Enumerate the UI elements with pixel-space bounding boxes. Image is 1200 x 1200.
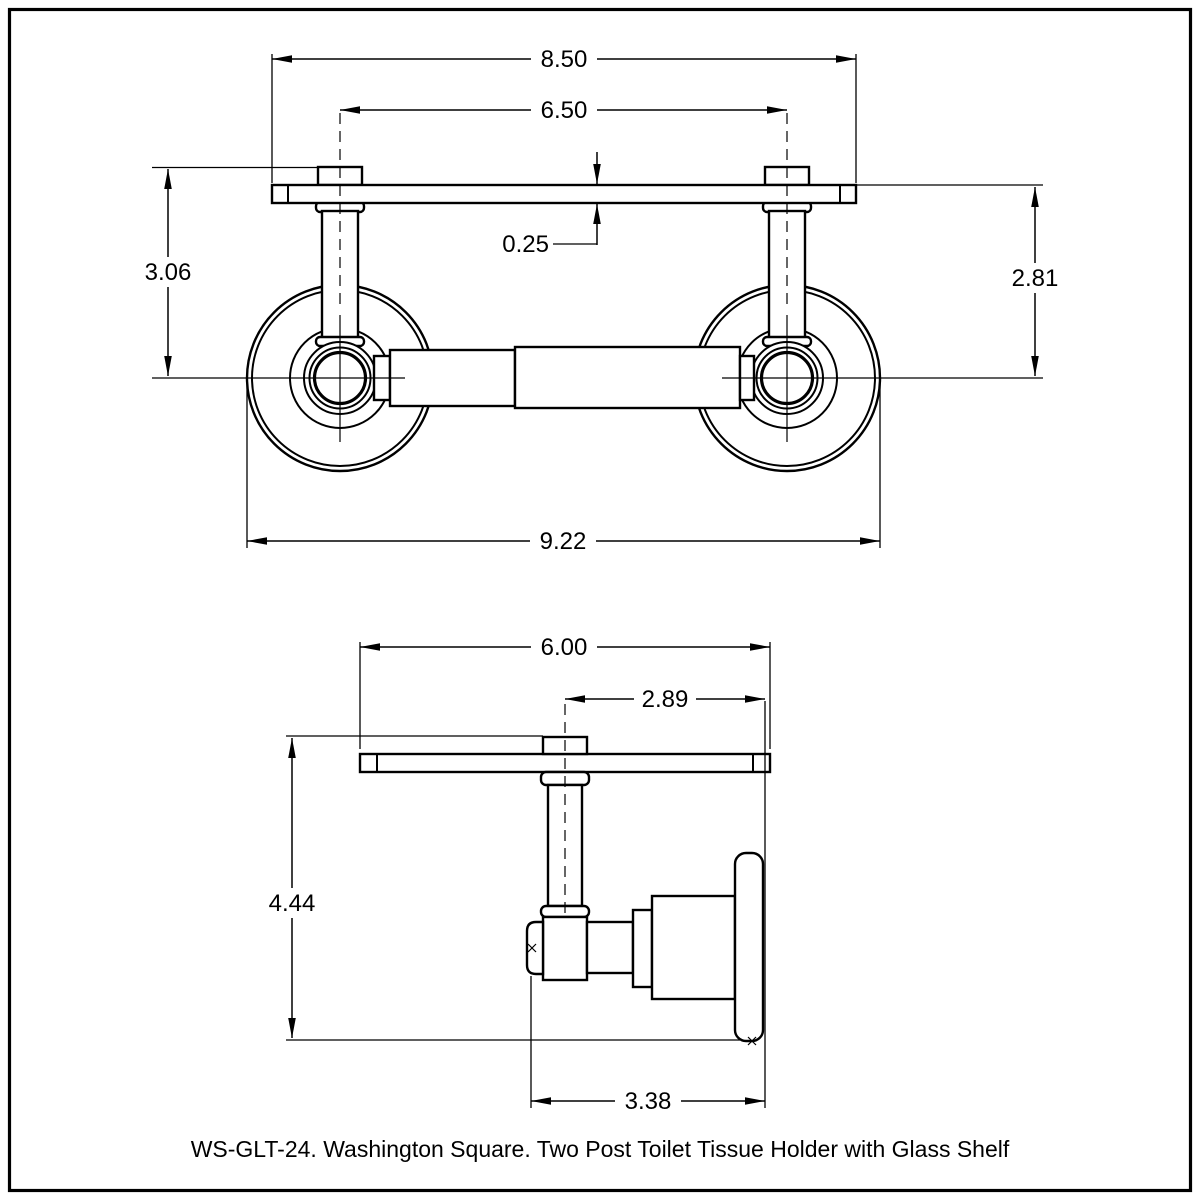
dim-label: 3.38 xyxy=(625,1088,672,1115)
dim-shelf-to-center: 2.81 xyxy=(856,184,1064,376)
dim-label: 6.00 xyxy=(541,634,588,661)
dim-roller-end-to-wall: 3.38 xyxy=(530,976,765,1116)
side-flange-collar xyxy=(631,908,654,989)
dim-label-bg xyxy=(1006,263,1064,293)
dim-overall-height: 4.44 xyxy=(263,735,740,1041)
side-bracket-assembly xyxy=(525,851,765,1046)
side-wall-flange xyxy=(733,851,765,1043)
dim-label-bg xyxy=(263,888,321,918)
center-mark-flange-bottom xyxy=(747,1036,757,1046)
dim-label-bg xyxy=(634,684,696,714)
dim-label: 4.44 xyxy=(269,890,316,917)
dim-label-bg xyxy=(531,44,597,74)
dim-label-bg xyxy=(531,632,597,662)
drawing-caption: WS-GLT-24. Washington Square. Two Post T… xyxy=(191,1136,1010,1162)
tissue-roller xyxy=(372,345,756,410)
drawing-border xyxy=(7,7,1193,1193)
side-arm xyxy=(585,920,635,975)
dim-label-bg xyxy=(531,95,597,125)
dim-label: 0.25 xyxy=(502,231,549,258)
dim-label-bg xyxy=(139,257,197,287)
dim-overall-width: 9.22 xyxy=(246,382,881,556)
glass-shelf xyxy=(270,183,858,205)
dim-label: 2.81 xyxy=(1012,265,1059,292)
glass-shelf-plate xyxy=(270,183,858,205)
dim-post-to-wall: 2.89 xyxy=(565,684,766,1108)
roller-main-barrel xyxy=(513,345,742,410)
side-post xyxy=(539,770,591,919)
dim-label: 6.50 xyxy=(541,97,588,124)
front-centerlines xyxy=(152,113,1043,442)
dim-label-bg xyxy=(530,526,596,556)
dim-label: 2.89 xyxy=(642,686,689,713)
dim-shelf-thickness: 0.25 xyxy=(502,152,601,258)
dim-label-bg xyxy=(615,1086,681,1116)
dim-post-spacing: 6.50 xyxy=(340,95,787,125)
dim-label: 3.06 xyxy=(145,259,192,286)
roller-left-sleeve xyxy=(388,348,517,408)
side-elbow-block xyxy=(541,915,589,982)
center-mark-roller-end xyxy=(527,943,537,953)
side-view: 6.00 2.89 4.44 3.38 xyxy=(263,632,772,1116)
front-view: 8.50 6.50 0.25 3.06 2.81 xyxy=(139,44,1064,556)
dim-label: 8.50 xyxy=(541,46,588,73)
dim-cap-to-center: 3.06 xyxy=(139,166,318,376)
dim-shelf-depth: 6.00 xyxy=(359,632,771,749)
side-mounting-block xyxy=(650,894,737,1001)
side-roller-end-cap xyxy=(525,920,545,976)
dim-label: 9.22 xyxy=(540,528,587,555)
dim-shelf-width: 8.50 xyxy=(271,44,857,183)
